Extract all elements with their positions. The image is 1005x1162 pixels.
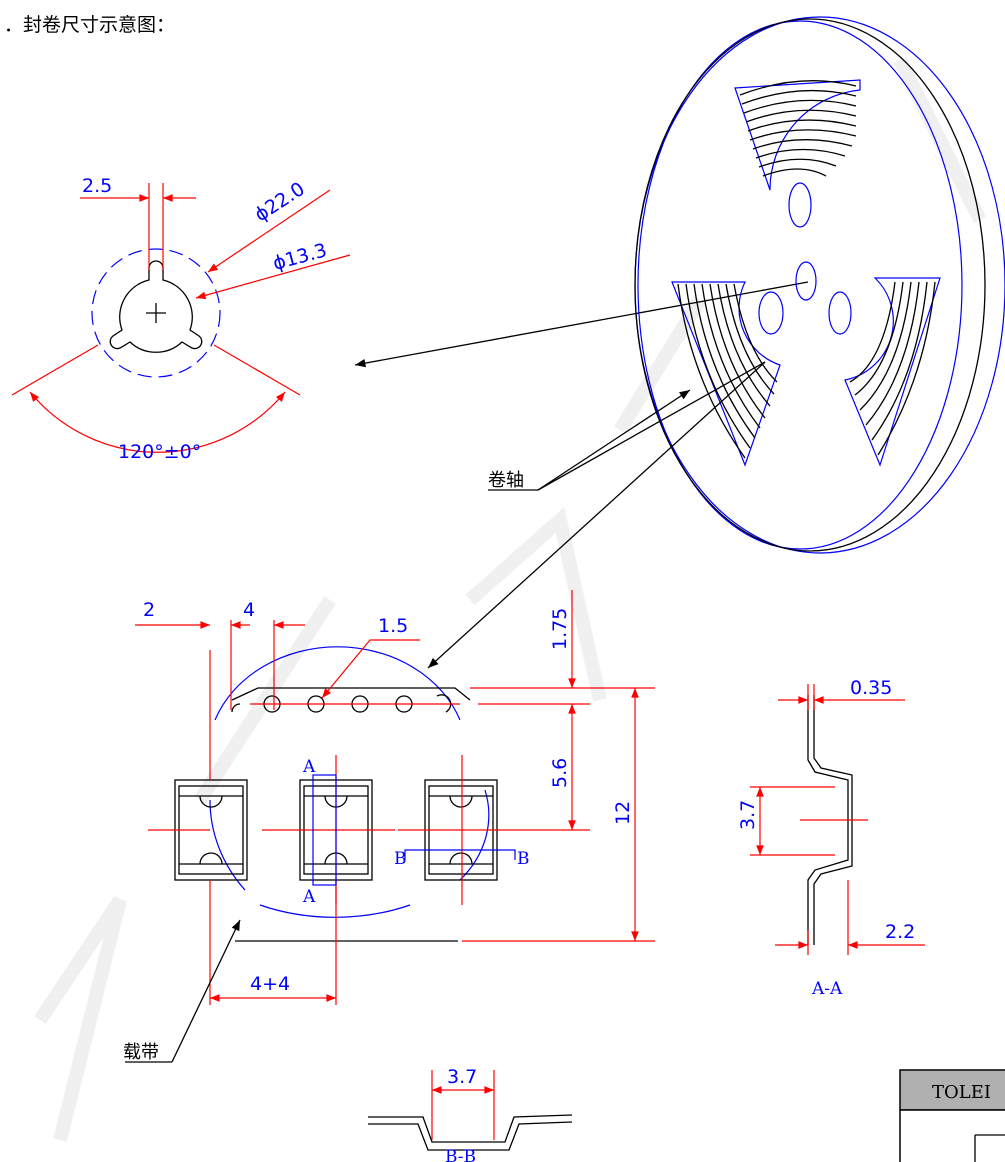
reel-label-group: 卷轴 bbox=[427, 361, 766, 669]
section-bb: 3.7 B-B bbox=[368, 1066, 573, 1162]
section-b-right: B bbox=[517, 849, 530, 869]
reel-label: 卷轴 bbox=[488, 470, 524, 491]
section-aa: 0.35 3.7 2.2 A-A bbox=[737, 677, 925, 999]
section-a-top: A bbox=[302, 757, 316, 777]
tolerance-box: TOLEI bbox=[899, 1069, 1005, 1162]
outer-diameter-dim: ϕ22.0 bbox=[251, 178, 309, 226]
hub-outer-circle bbox=[91, 248, 221, 378]
section-a-bottom: A bbox=[302, 887, 316, 907]
slot-width-dim: 2.5 bbox=[82, 175, 112, 197]
hole-diameter-dim: 1.5 bbox=[378, 615, 408, 637]
aa-title: A-A bbox=[811, 979, 843, 999]
aa-thickness-dim: 0.35 bbox=[850, 677, 892, 699]
page-heading: ．封卷尺寸示意图： bbox=[4, 14, 176, 36]
tolerance-header: TOLEI bbox=[932, 1082, 991, 1103]
tape-width-dim: 12 bbox=[612, 801, 634, 825]
pocket-pitch-dim: 4+4 bbox=[250, 973, 290, 995]
pitch-offset-dim: 5.6 bbox=[549, 758, 571, 788]
carrier-tape-drawing: 2 4 1.5 1.75 5.6 12 4+4 A A B B bbox=[135, 590, 655, 1005]
section-b-left: B bbox=[394, 849, 407, 869]
reel-drawing bbox=[634, 16, 1005, 554]
dim-4: 4 bbox=[243, 599, 255, 621]
carrier-tape-label-group: 载带 bbox=[123, 919, 241, 1063]
aa-pocket-width-dim: 3.7 bbox=[737, 800, 759, 830]
dim-2: 2 bbox=[143, 599, 155, 621]
edge-dim: 1.75 bbox=[549, 608, 571, 650]
watermark bbox=[34, 56, 987, 1142]
hub-inner-profile bbox=[109, 260, 203, 353]
carrier-tape-label: 载带 bbox=[123, 1042, 159, 1063]
aa-depth-dim: 2.2 bbox=[885, 921, 915, 943]
angle-dim: 120°±0° bbox=[118, 441, 201, 463]
bb-pocket-width-dim: 3.7 bbox=[447, 1066, 477, 1088]
bb-title: B-B bbox=[445, 1147, 476, 1162]
